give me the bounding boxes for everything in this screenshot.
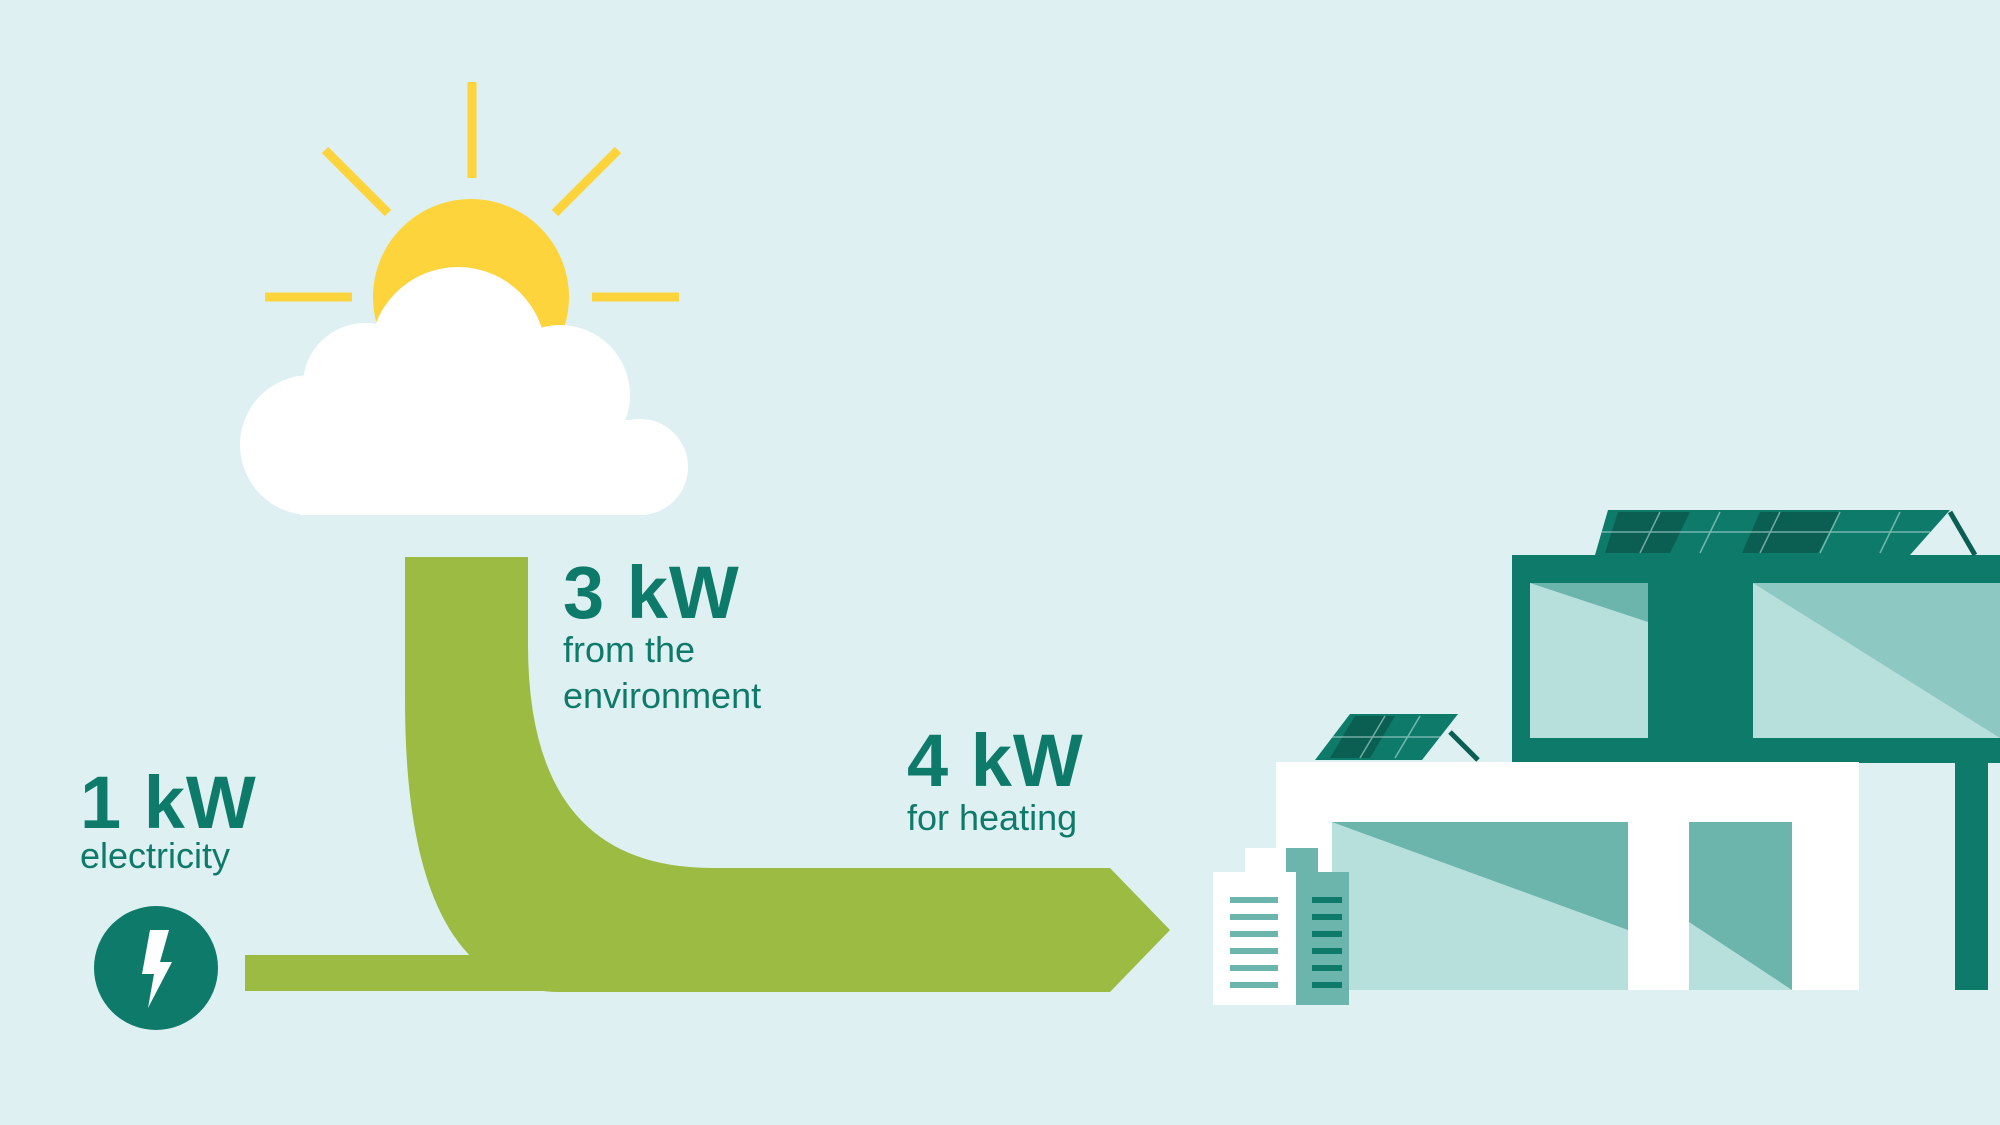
house-icon [1276,555,2000,990]
energy-flow-arrow [245,557,1170,992]
heating-caption: for heating [907,797,1078,838]
environment-value: 3 kW [563,551,740,634]
heating-value: 4 kW [907,719,1084,802]
environment-caption-line1: from the [563,629,696,670]
solar-panel-icon [1315,510,1978,762]
heat-pump-icon [1213,848,1349,1005]
electricity-value: 1 kW [80,761,257,844]
cloud-icon [240,267,688,515]
environment-caption-line2: environment [563,675,762,716]
electricity-caption: electricity [80,835,231,876]
lightning-bolt-icon [94,906,218,1030]
